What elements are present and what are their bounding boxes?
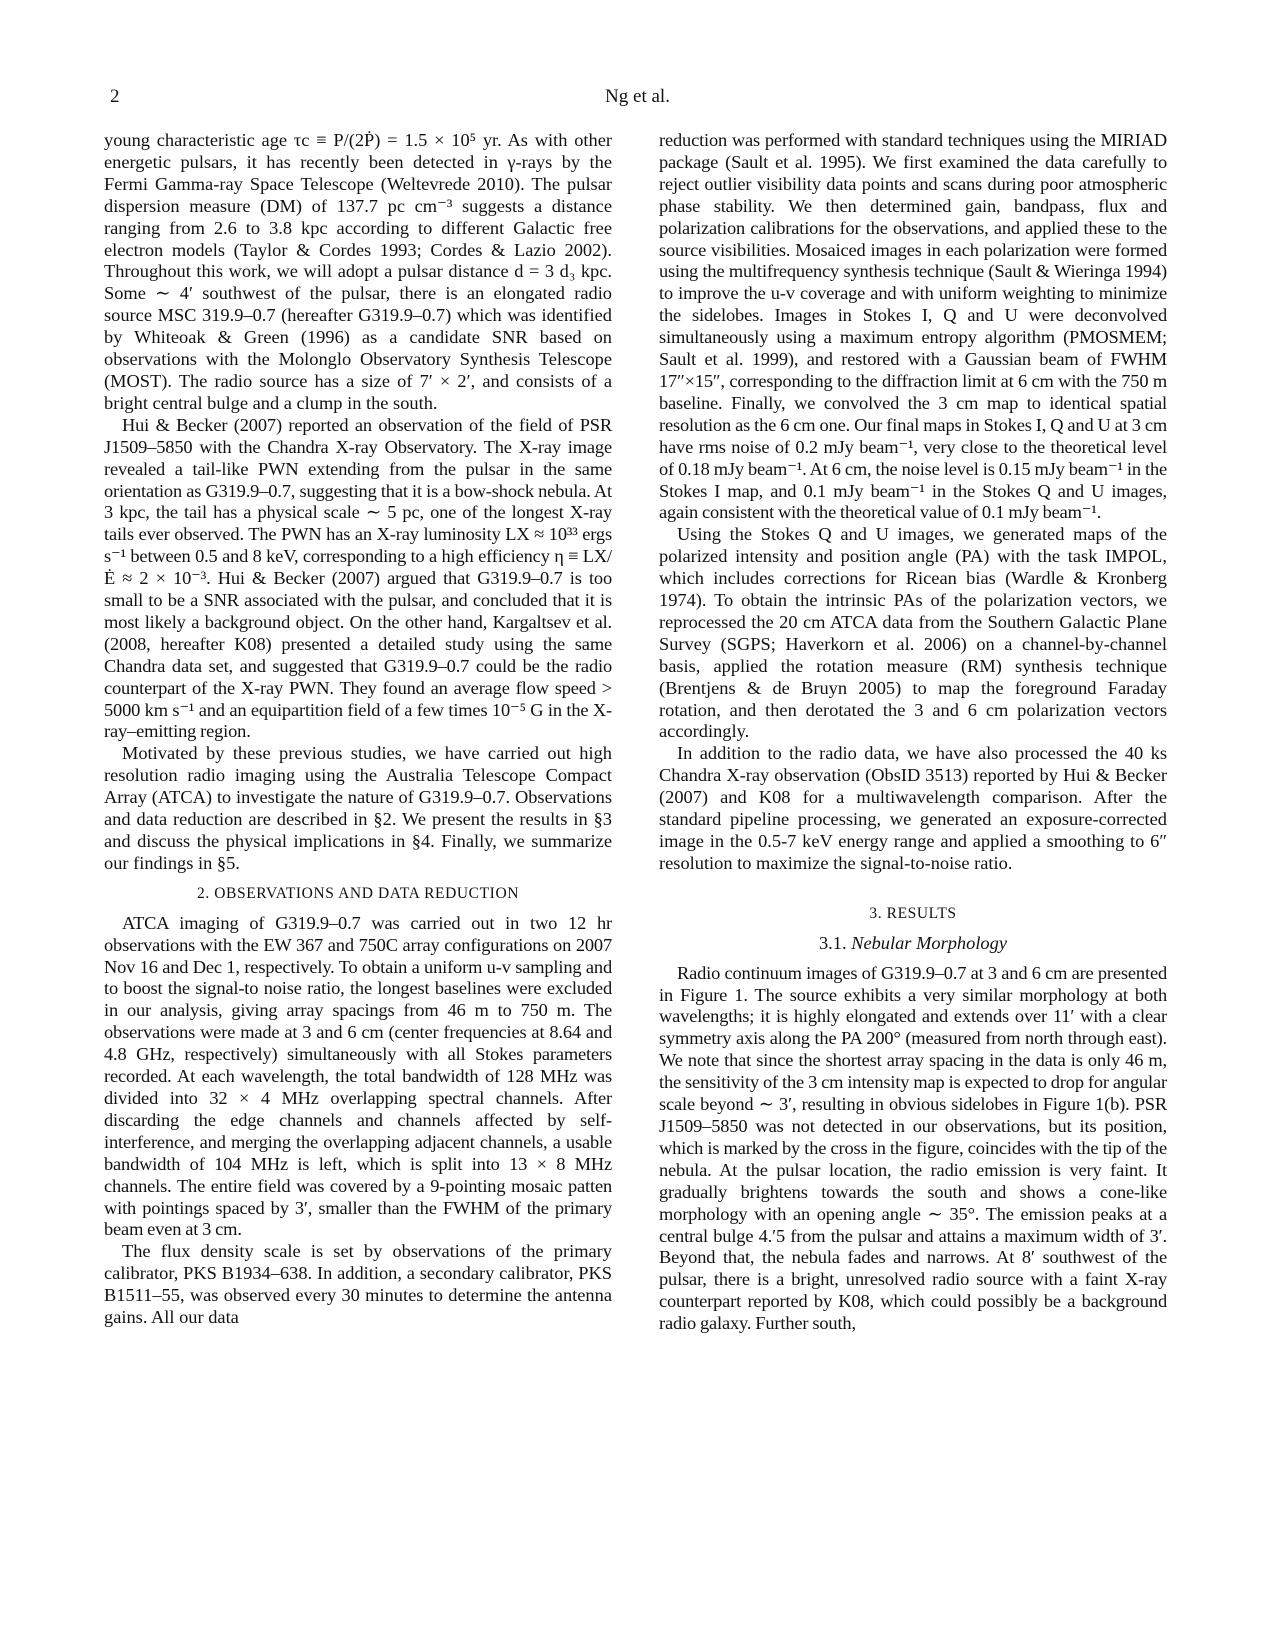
reduction-paragraph-3: In addition to the radio data, we have a… <box>659 743 1167 873</box>
page-number: 2 <box>110 86 120 107</box>
running-head: Ng et al. <box>605 86 670 107</box>
intro-paragraph-2: Hui & Becker (2007) reported an observat… <box>104 414 612 742</box>
section-heading-observations: 2. OBSERVATIONS AND DATA REDUCTION <box>196 884 520 902</box>
section-heading-results: 3. RESULTS <box>869 904 957 922</box>
intro-paragraph-3: Motivated by these previous studies, we … <box>104 743 612 873</box>
reduction-paragraph-1: reduction was performed with standard te… <box>659 130 1167 523</box>
subsection-heading-morphology: 3.1. Nebular Morphology <box>659 933 1167 955</box>
right-column: reduction was performed with standard te… <box>659 130 1167 1335</box>
intro-paragraph-1: young characteristic age τc ≡ P/(2Ṗ) = 1… <box>104 130 612 413</box>
subsection-number: 3.1. <box>818 932 847 953</box>
observations-paragraph-1: ATCA imaging of G319.9–0.7 was carried o… <box>104 912 612 1240</box>
reduction-paragraph-2: Using the Stokes Q and U images, we gene… <box>659 524 1167 742</box>
observations-paragraph-2: The flux density scale is set by observa… <box>104 1241 612 1328</box>
results-paragraph-1: Radio continuum images of G319.9–0.7 at … <box>659 962 1167 1334</box>
page-header: 2 Ng et al. <box>0 86 1275 110</box>
left-column: young characteristic age τc ≡ P/(2Ṗ) = 1… <box>104 130 612 1329</box>
subsection-title: Nebular Morphology <box>851 932 1007 953</box>
